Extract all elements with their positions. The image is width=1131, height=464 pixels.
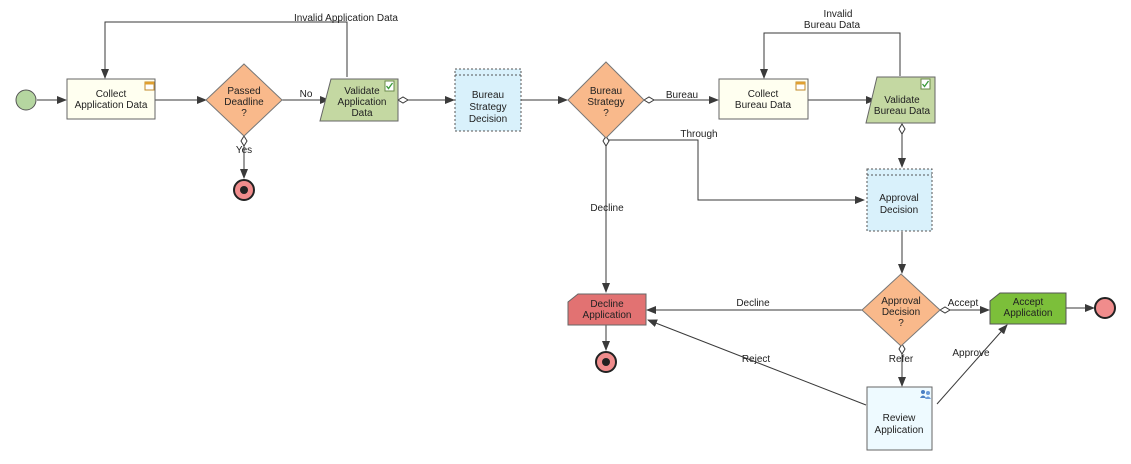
passed-deadline-label-1: Passed <box>227 86 260 97</box>
edges <box>37 21 1095 406</box>
checklist-icon <box>384 80 395 92</box>
edge-through <box>606 139 865 204</box>
passed-deadline-label-3: ? <box>241 108 247 119</box>
approval-decision-label-1: Approval <box>879 193 918 204</box>
approval-decision-gateway[interactable]: Approval Decision ? <box>861 273 941 347</box>
collect-application-data-task[interactable]: Collect Application Data <box>66 78 156 120</box>
bureau-strategy-decision-node[interactable]: Bureau Strategy Decision <box>454 68 522 132</box>
label-invalid-bureau-line2: Bureau Data <box>804 20 861 31</box>
collect-application-data-label-2: Application Data <box>75 100 148 111</box>
approval-decision-node[interactable]: Approval Decision <box>866 168 933 232</box>
collect-bureau-data-task[interactable]: Collect Bureau Data <box>718 78 809 120</box>
label-invalid-bureau-line1: Invalid <box>824 9 853 20</box>
bureau-strategy-label-2: Strategy <box>587 97 624 108</box>
approval-gateway-label-3: ? <box>898 318 904 329</box>
users-icon <box>920 390 931 399</box>
label-decline-left: Decline <box>736 298 770 309</box>
collect-bureau-data-label-1: Collect <box>748 89 779 100</box>
label-yes: Yes <box>236 145 252 156</box>
accept-application-node[interactable]: Accept Application <box>989 292 1067 325</box>
end-event-deadline[interactable] <box>233 179 255 201</box>
bureau-strategy-label-3: ? <box>603 108 609 119</box>
bureau-strategy-gateway[interactable]: Bureau Strategy ? <box>567 61 645 139</box>
collect-bureau-data-label-2: Bureau Data <box>735 100 792 111</box>
decline-application-node[interactable]: Decline Application <box>567 293 647 326</box>
label-refer: Refer <box>889 354 914 365</box>
calendar-icon <box>795 81 806 91</box>
validate-application-label-2: Application <box>338 97 387 108</box>
bureau-strategy-decision-label-2: Strategy <box>469 102 506 113</box>
approval-decision-label-2: Decision <box>880 205 918 216</box>
label-accept: Accept <box>948 298 979 309</box>
review-application-task[interactable]: Review Application <box>866 386 933 451</box>
end-event-accept[interactable] <box>1094 297 1116 319</box>
label-decline-down: Decline <box>590 203 624 214</box>
accept-application-label-2: Application <box>1004 308 1053 319</box>
bureau-strategy-label-1: Bureau <box>590 86 622 97</box>
edge-labels: Invalid Application Data No Yes Invalid … <box>236 9 990 365</box>
accept-application-label-1: Accept <box>1013 297 1044 308</box>
validate-bureau-label-1: Validate <box>884 95 920 106</box>
edge-reject <box>647 319 867 406</box>
edge-approve <box>936 324 1008 405</box>
start-event[interactable] <box>15 89 37 111</box>
collect-application-data-label-1: Collect <box>96 89 127 100</box>
calendar-icon <box>144 81 155 91</box>
decline-application-label-1: Decline <box>590 299 624 310</box>
review-application-label-2: Application <box>875 425 924 436</box>
review-application-label-1: Review <box>883 413 917 424</box>
approval-gateway-label-1: Approval <box>881 296 920 307</box>
label-reject: Reject <box>742 354 771 365</box>
checklist-icon <box>920 78 931 90</box>
passed-deadline-gateway[interactable]: Passed Deadline ? <box>205 63 283 137</box>
validate-application-data-node[interactable]: Validate Application Data <box>319 78 399 122</box>
label-bureau: Bureau <box>666 90 698 101</box>
validate-bureau-data-node[interactable]: Validate Bureau Data <box>865 76 936 124</box>
label-invalid-application-data: Invalid Application Data <box>294 13 398 24</box>
validate-bureau-label-2: Bureau Data <box>874 106 931 117</box>
bureau-strategy-decision-label-3: Decision <box>469 114 507 125</box>
label-no: No <box>300 89 313 100</box>
bureau-strategy-decision-label-1: Bureau <box>472 90 504 101</box>
label-through: Through <box>680 129 717 140</box>
end-event-decline[interactable] <box>595 351 617 373</box>
edge-invalid-bureau-loop <box>760 32 901 79</box>
edge-invalid-app-loop <box>101 21 348 79</box>
validate-application-label-1: Validate <box>344 86 380 97</box>
approval-gateway-label-2: Decision <box>882 307 920 318</box>
passed-deadline-label-2: Deadline <box>224 97 264 108</box>
label-approve: Approve <box>952 348 990 359</box>
decline-application-label-2: Application <box>583 310 632 321</box>
validate-application-label-3: Data <box>351 108 373 119</box>
